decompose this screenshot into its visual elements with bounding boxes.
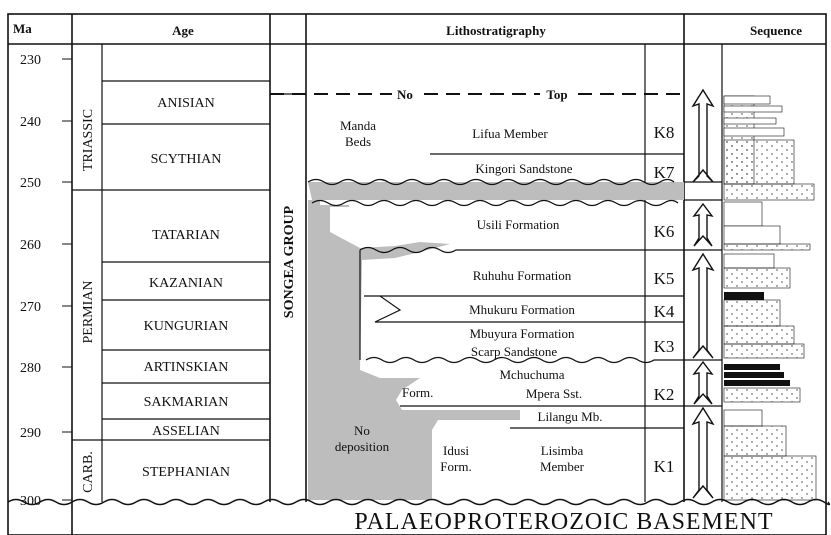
unit-no-deposition-1: No — [354, 423, 370, 438]
unit-form: Form. — [402, 385, 433, 400]
k-unit-label: K1 — [654, 457, 675, 476]
unit-mhukuru-formation: Mhukuru Formation — [469, 302, 575, 317]
period-permian: PERMIAN — [81, 280, 96, 343]
stage-artinskian: ARTINSKIAN — [144, 360, 229, 375]
ma-tick-label: 250 — [20, 176, 41, 191]
ma-axis: 230 240 250 260 270 280 290 300 — [20, 53, 72, 509]
ma-tick-label: 290 — [20, 426, 41, 441]
k-unit-label: K6 — [654, 222, 675, 241]
unit-lisimba-2: Member — [540, 459, 585, 474]
ma-tick-label: 280 — [20, 361, 41, 376]
ma-tick-label: 260 — [20, 238, 41, 253]
unit-kingori-sandstone: Kingori Sandstone — [475, 161, 572, 176]
basement-label: PALAEOPROTEROZOIC BASEMENT — [354, 509, 773, 535]
k-unit-label: K4 — [654, 302, 675, 321]
stage-tatarian: TATARIAN — [152, 228, 220, 243]
no-top-label-no: No — [397, 87, 413, 102]
stage-kungurian: KUNGURIAN — [144, 319, 229, 334]
sequence-arrows — [684, 90, 722, 498]
unit-lisimba-1: Lisimba — [541, 443, 584, 458]
k-unit-label: K7 — [654, 163, 675, 182]
unit-no-deposition-2: deposition — [335, 439, 390, 454]
header-age: Age — [172, 23, 194, 38]
unit-mbuyura-formation: Mbuyura Formation — [469, 326, 575, 341]
stage-kazanian: KAZANIAN — [149, 276, 223, 291]
no-top-label-top: Top — [546, 87, 567, 102]
sequence-lithology-log — [724, 96, 816, 500]
k-unit-label: K3 — [654, 337, 675, 356]
unconformity-252 — [312, 201, 678, 206]
unit-scarp-sandstone: Scarp Sandstone — [471, 344, 558, 359]
period-carb: CARB. — [81, 451, 96, 493]
unit-manda-beds-1: Manda — [340, 118, 376, 133]
unit-idusi-1: Idusi — [443, 443, 469, 458]
header-lithostratigraphy: Lithostratigraphy — [446, 23, 546, 38]
ma-tick-label: 240 — [20, 115, 41, 130]
unit-ruhuhu-formation: Ruhuhu Formation — [473, 268, 572, 283]
stage-scythian: SCYTHIAN — [151, 152, 222, 167]
period-triassic: TRIASSIC — [81, 109, 96, 171]
stage-sakmarian: SAKMARIAN — [144, 395, 229, 410]
songea-group-label: SONGEA GROUP — [282, 205, 297, 318]
ma-tick-label: 230 — [20, 53, 41, 68]
header-ma: Ma — [13, 21, 32, 36]
unit-lifua-member: Lifua Member — [472, 126, 548, 141]
unit-lilangu-mb: Lilangu Mb. — [538, 409, 603, 424]
unit-usili-formation: Usili Formation — [477, 217, 560, 232]
stage-asselian: ASSELIAN — [152, 424, 220, 439]
ma-tick-label: 270 — [20, 300, 41, 315]
k-unit-label: K5 — [654, 269, 675, 288]
basement-unconformity — [72, 500, 829, 505]
k-unit-label: K2 — [654, 385, 675, 404]
k-unit-label: K8 — [654, 123, 675, 142]
unit-idusi-2: Form. — [440, 459, 471, 474]
unit-mpera-sst: Mpera Sst. — [526, 386, 582, 401]
unit-mchuchuma: Mchuchuma — [500, 367, 565, 382]
stage-stephanian: STEPHANIAN — [142, 465, 230, 480]
unit-manda-beds-2: Beds — [345, 134, 371, 149]
header-sequence: Sequence — [750, 23, 802, 38]
stage-anisian: ANISIAN — [157, 96, 215, 111]
hiatus-strip — [309, 205, 349, 207]
